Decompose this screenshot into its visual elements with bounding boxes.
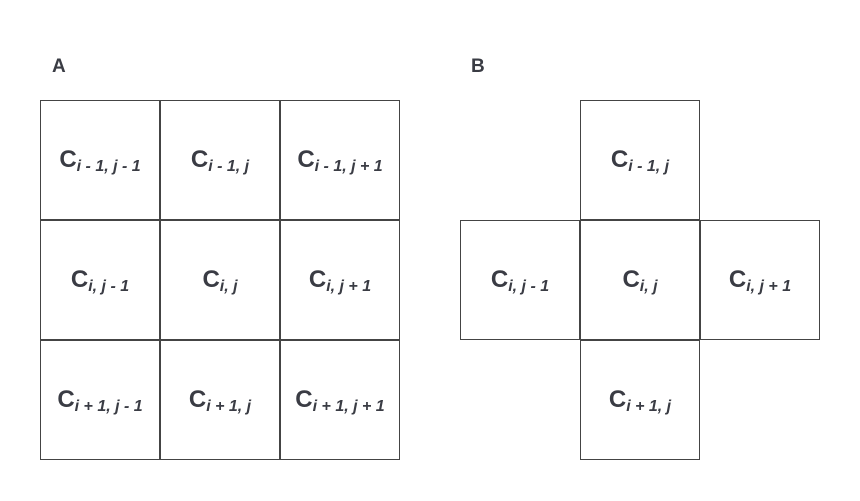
- grid-cell: Ci, j + 1: [280, 220, 400, 340]
- cell-index: i, j + 1: [746, 278, 792, 295]
- grid-cell: Ci + 1, j: [160, 340, 280, 460]
- cell-symbol: C: [59, 146, 77, 173]
- cell-index: i - 1, j - 1: [76, 158, 141, 175]
- cross-cell-center: Ci, j: [580, 220, 700, 340]
- panel-label: A: [52, 56, 66, 77]
- grid-cell: Ci + 1, j - 1: [40, 340, 160, 460]
- cell-symbol: C: [308, 266, 327, 293]
- cell-index: i, j - 1: [88, 278, 130, 295]
- cell-index: i, j + 1: [326, 278, 372, 295]
- grid-cell: Ci - 1, j + 1: [280, 100, 400, 220]
- cross-cell: Ci, j + 1: [700, 220, 820, 340]
- cell-symbol: C: [188, 386, 207, 413]
- cell-symbol: C: [608, 386, 627, 413]
- panel-label: B: [471, 56, 485, 77]
- cell-symbol: C: [295, 386, 313, 413]
- cross-cell: Ci - 1, j: [580, 100, 700, 220]
- cell-index: i - 1, j + 1: [314, 158, 383, 175]
- cell-symbol: C: [297, 146, 315, 173]
- grid-cell: Ci - 1, j - 1: [40, 100, 160, 220]
- grid-cell: Ci - 1, j: [160, 100, 280, 220]
- cell-symbol: C: [610, 146, 629, 173]
- cell-index: i + 1, j: [206, 398, 252, 415]
- cell-symbol: C: [622, 266, 640, 293]
- cell-index: i + 1, j - 1: [74, 398, 143, 415]
- cell-index: i + 1, j: [626, 398, 672, 415]
- cell-symbol: C: [728, 266, 747, 293]
- grid-cell: Ci, j - 1: [40, 220, 160, 340]
- cell-symbol: C: [490, 266, 509, 293]
- grid-cell-center: Ci, j: [160, 220, 280, 340]
- cell-index: i, j - 1: [508, 278, 550, 295]
- cell-symbol: C: [202, 266, 220, 293]
- cell-index: i + 1, j + 1: [312, 398, 385, 415]
- grid-cell: Ci + 1, j + 1: [280, 340, 400, 460]
- cell-symbol: C: [70, 266, 89, 293]
- cell-symbol: C: [57, 386, 75, 413]
- cell-index: i, j: [219, 278, 238, 295]
- cell-index: i - 1, j: [208, 158, 250, 175]
- cell-symbol: C: [190, 146, 209, 173]
- cross-cell: Ci, j - 1: [460, 220, 580, 340]
- cross-cell: Ci + 1, j: [580, 340, 700, 460]
- cell-index: i, j: [639, 278, 658, 295]
- cell-index: i - 1, j: [628, 158, 670, 175]
